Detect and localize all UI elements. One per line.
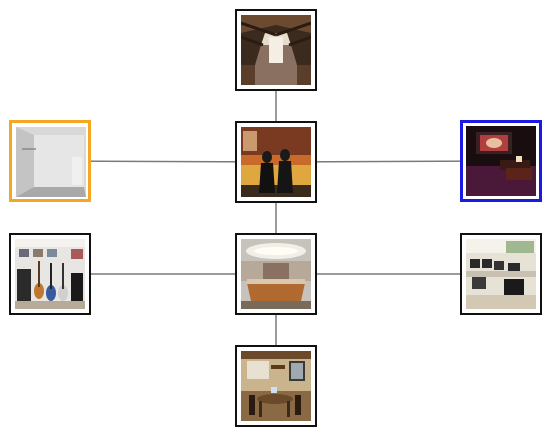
node-lobby[interactable] [235,121,317,203]
node-theater[interactable] [460,120,542,202]
home-theater-photo [466,126,536,196]
reception-desk-photo [241,239,311,309]
node-reception[interactable] [235,233,317,315]
attic-room-photo [241,15,311,85]
node-music[interactable] [9,233,91,315]
music-room-photo [15,239,85,309]
empty-room-photo [16,127,86,197]
lobby-display-photo [241,127,311,197]
dining-room-photo [241,351,311,421]
node-dining[interactable] [235,345,317,427]
node-attic[interactable] [235,9,317,91]
node-computer[interactable] [460,233,542,315]
node-empty-room[interactable] [9,120,91,202]
computer-lab-photo [466,239,536,309]
